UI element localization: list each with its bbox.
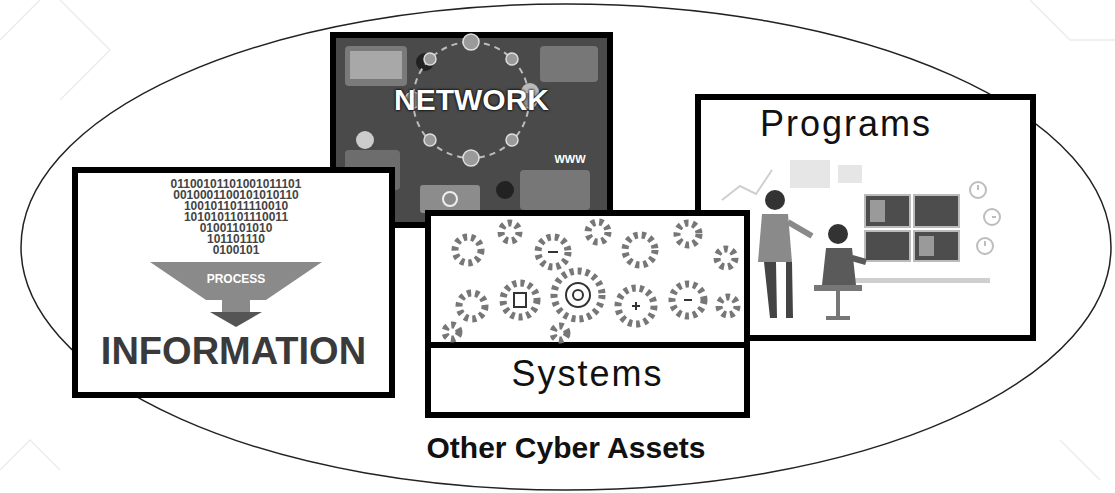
web-label: WWW bbox=[420, 154, 720, 165]
asset-title: Systems bbox=[434, 353, 741, 394]
programs-box: Programs bbox=[698, 97, 1033, 338]
information-picture bbox=[75, 170, 392, 395]
binary-digits: 0100101 bbox=[86, 244, 386, 256]
systems-box: Systems bbox=[428, 213, 747, 415]
group-caption: Other Cyber Assets bbox=[20, 431, 1112, 466]
asset-title: NETWORK bbox=[333, 83, 610, 118]
asset-ellipse-region: Other Cyber Assets INFORMATION NETWORK Syst… bbox=[20, 3, 1112, 491]
asset-ellipse bbox=[21, 4, 1111, 490]
funnel-label: PROCESS bbox=[86, 273, 386, 285]
asset-title: Programs bbox=[760, 103, 1020, 144]
background-pattern bbox=[0, 0, 1115, 480]
network-box: NETWORK bbox=[333, 35, 610, 225]
systems-picture bbox=[428, 213, 747, 415]
asset-title: INFORMATION bbox=[81, 330, 386, 374]
